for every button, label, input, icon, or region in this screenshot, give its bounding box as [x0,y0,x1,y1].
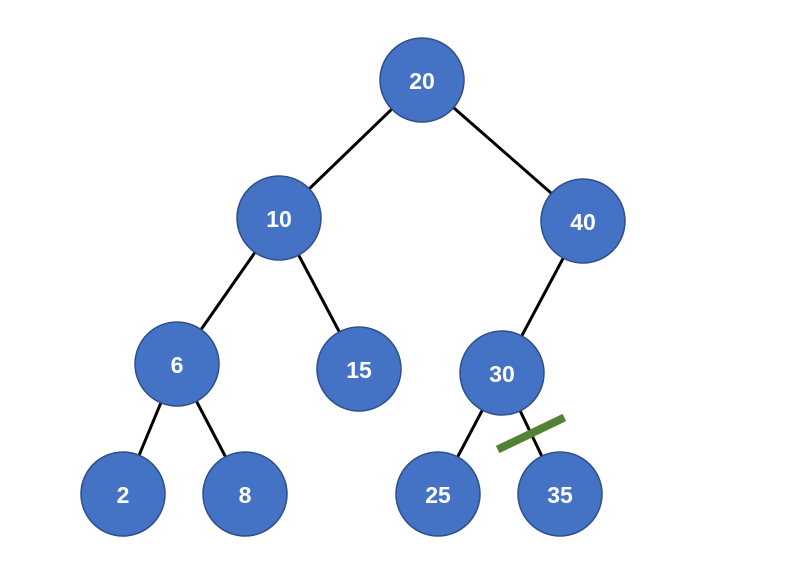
node-label: 6 [171,352,184,378]
node-label: 20 [409,68,435,94]
node-circle [316,326,402,412]
node-circle [236,175,322,261]
node-label: 40 [570,209,596,235]
node-label: 15 [346,357,372,383]
node-2: 2 [80,451,166,537]
node-label: 10 [266,206,292,232]
node-circle [202,451,288,537]
node-circle [80,451,166,537]
node-label: 35 [547,482,573,508]
cut-mark-30-35 [495,413,567,454]
node-20: 20 [379,37,465,123]
node-8: 8 [202,451,288,537]
node-circle [395,451,481,537]
nodes-layer: 20 10 40 6 15 30 2 8 25 35 [80,37,626,537]
node-label: 2 [117,482,130,508]
node-label: 8 [239,482,252,508]
node-10: 10 [236,175,322,261]
node-15: 15 [316,326,402,412]
node-25: 25 [395,451,481,537]
node-circle [459,330,545,416]
node-circle [134,321,220,407]
node-6: 6 [134,321,220,407]
edges-layer [121,78,585,496]
node-circle [540,178,626,264]
node-label: 25 [425,482,451,508]
node-circle [379,37,465,123]
node-label: 30 [489,361,515,387]
node-30: 30 [459,330,545,416]
node-circle [517,451,603,537]
marks-layer [495,413,567,454]
node-35: 35 [517,451,603,537]
node-40: 40 [540,178,626,264]
